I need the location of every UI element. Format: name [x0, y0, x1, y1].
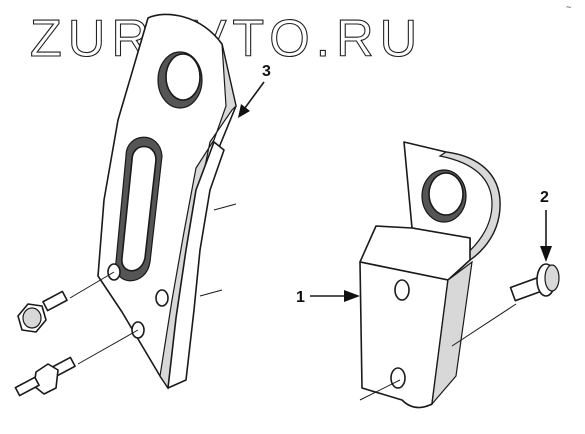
left-bolt-upper	[17, 271, 115, 333]
watermark: ZURAVTO.RU	[30, 10, 423, 68]
left-bracket	[97, 13, 237, 390]
corner-mark: ~	[566, 2, 571, 12]
callout-1-arrowhead	[344, 290, 360, 302]
callout-3: 3	[238, 63, 271, 118]
callout-2-label: 2	[540, 189, 549, 206]
callout-3-label: 3	[262, 63, 271, 80]
callout-2: 2	[540, 189, 552, 262]
callout-1: 1	[296, 289, 360, 306]
right-bracket	[359, 141, 517, 409]
callout-2-arrowhead	[540, 246, 552, 262]
callout-3-arrowhead	[238, 104, 250, 118]
right-bolt	[509, 263, 560, 302]
left-bolt-lower	[14, 329, 139, 397]
callout-1-label: 1	[296, 289, 305, 306]
